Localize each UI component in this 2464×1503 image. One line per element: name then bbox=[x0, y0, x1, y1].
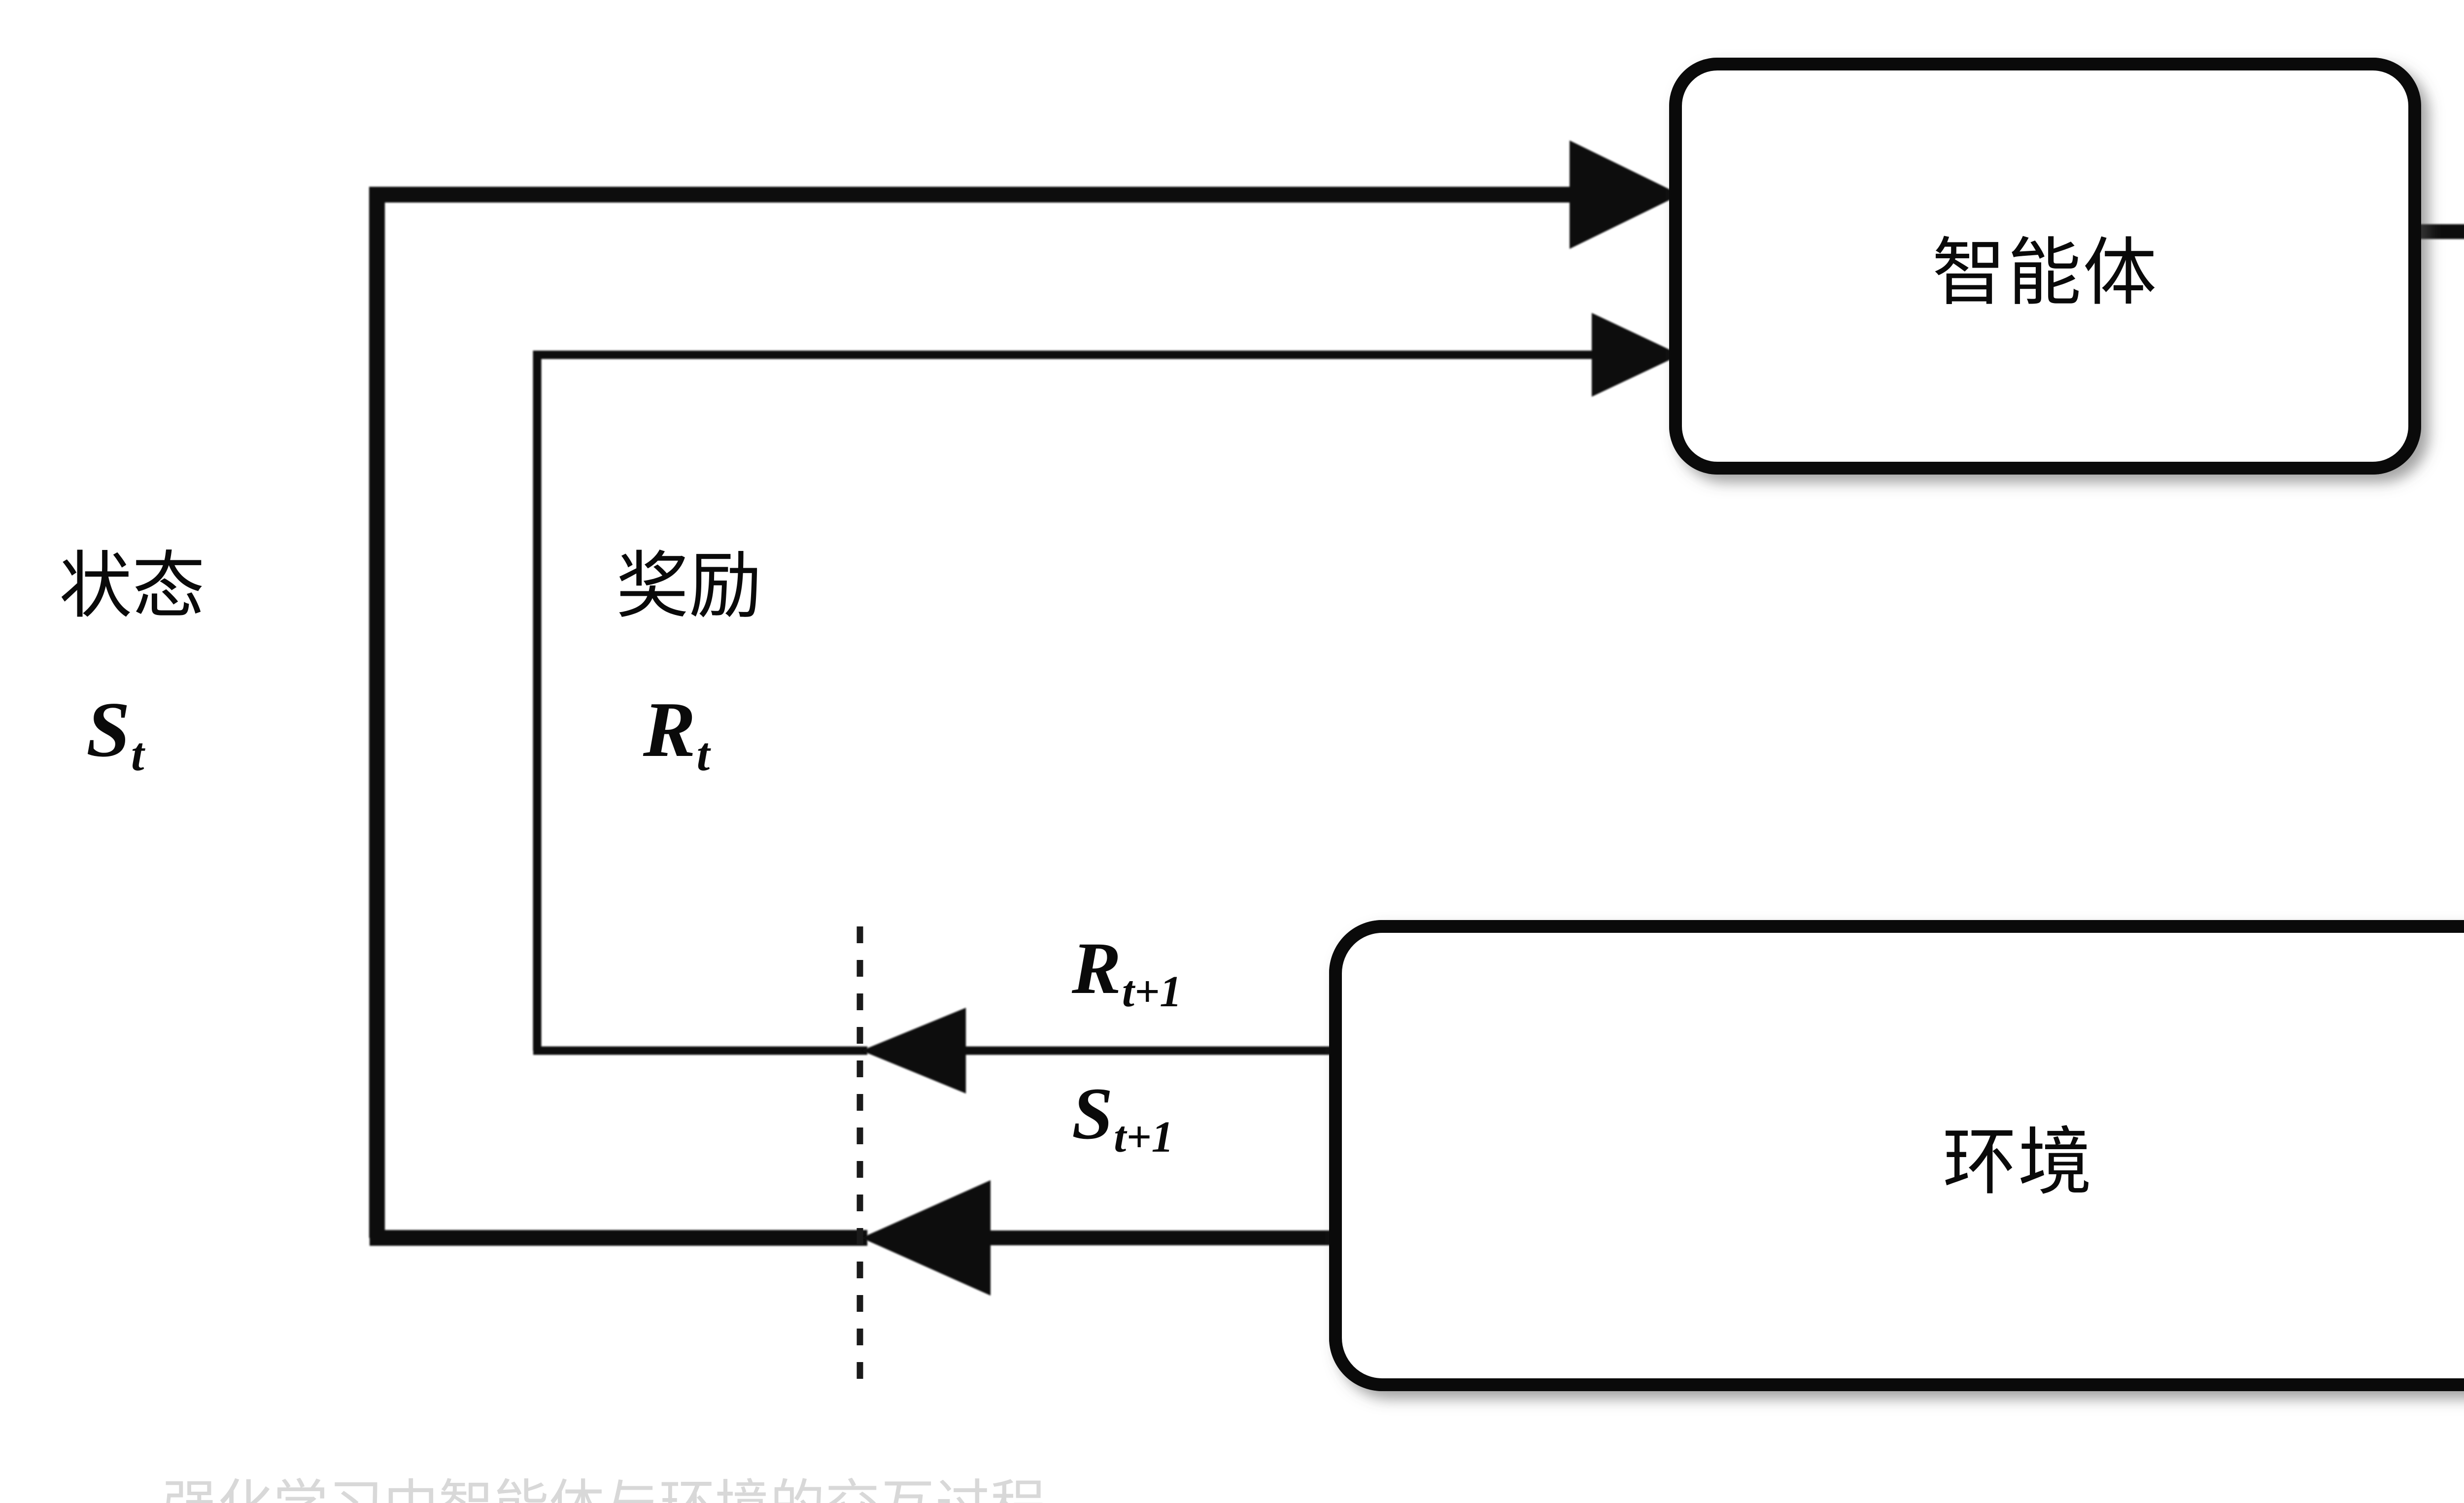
state-symbol-subscript: t bbox=[131, 727, 144, 781]
agent-label: 智能体 bbox=[1932, 230, 2158, 316]
reward-next-symbol: Rt+1 bbox=[1072, 931, 1182, 1014]
state-symbol: St bbox=[86, 690, 144, 778]
state-label-word: 状态 bbox=[59, 544, 205, 628]
agent-box[interactable] bbox=[1669, 58, 2421, 475]
reward-next-symbol-base: R bbox=[1072, 927, 1122, 1009]
reward-next-symbol-subscript: t+1 bbox=[1122, 967, 1182, 1016]
edge-reward-next bbox=[861, 1008, 1338, 1093]
state-next-symbol-subscript: t+1 bbox=[1114, 1113, 1174, 1161]
edge-reward-to-agent bbox=[533, 313, 1680, 1055]
environment-label: 环境 bbox=[1942, 1119, 2093, 1205]
state-next-symbol: St+1 bbox=[1072, 1077, 1174, 1160]
reward-symbol-subscript: t bbox=[696, 727, 710, 781]
state-next-symbol-base: S bbox=[1072, 1073, 1113, 1155]
state-symbol-base: S bbox=[86, 685, 130, 773]
environment-box[interactable] bbox=[1329, 920, 2464, 1391]
edge-state-to-agent bbox=[369, 140, 1680, 1246]
reward-symbol-base: R bbox=[643, 685, 696, 773]
figure-caption: 强化学习中智能体与环境的交互过程 bbox=[163, 1461, 1046, 1503]
reward-symbol: Rt bbox=[643, 690, 710, 778]
reward-label-word: 奖励 bbox=[616, 544, 762, 628]
edge-state-next bbox=[861, 1180, 1338, 1296]
